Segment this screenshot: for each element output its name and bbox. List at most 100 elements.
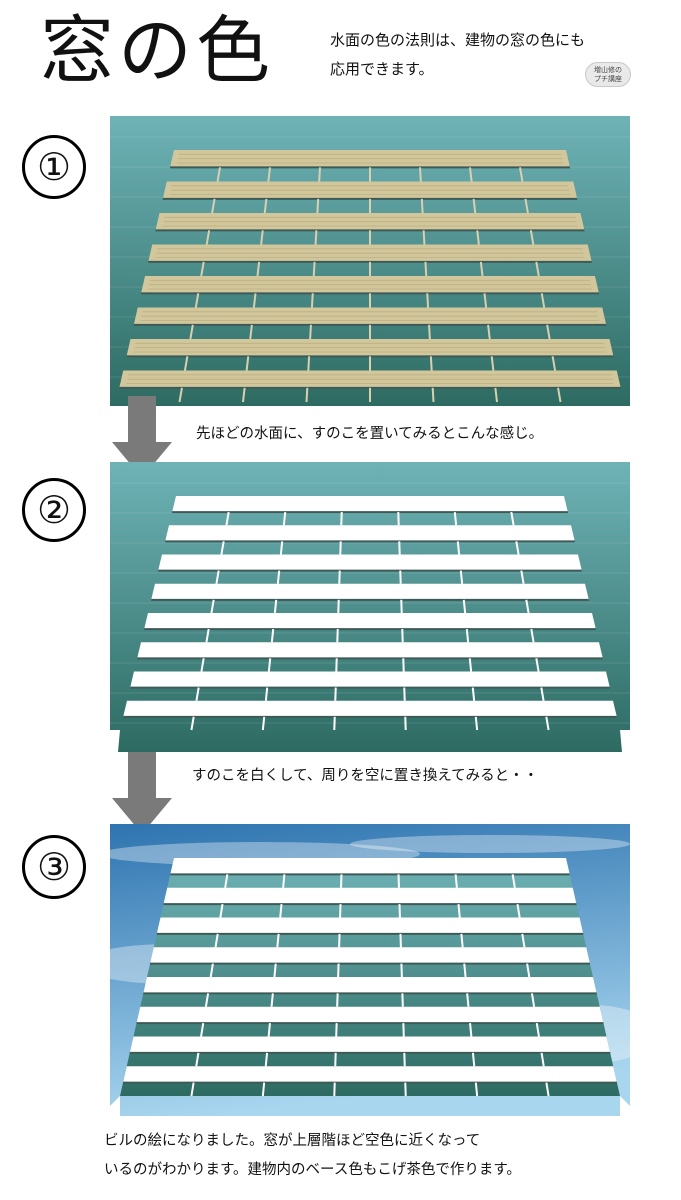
divider: [476, 230, 480, 245]
divider: [530, 628, 535, 643]
step-number-2: ②: [22, 478, 86, 542]
divider: [270, 628, 275, 643]
divider: [307, 356, 311, 371]
divider: [545, 1082, 550, 1097]
water-ripple: [110, 602, 630, 604]
divider: [422, 230, 426, 245]
arrow-shape: [112, 752, 172, 834]
divider: [305, 387, 309, 403]
divider: [540, 1052, 545, 1067]
divider: [273, 599, 278, 614]
divider: [431, 387, 435, 403]
divider: [210, 599, 215, 614]
divider: [483, 293, 488, 308]
step-1-caption: 先ほどの水面に、すのこを置いてみるとこんな感じ。: [196, 426, 544, 442]
slat: [123, 1066, 617, 1083]
divider: [190, 1082, 195, 1097]
divider: [267, 167, 271, 182]
divider: [479, 261, 484, 277]
divider: [540, 687, 545, 701]
divider: [220, 541, 225, 555]
water-ripple: [110, 482, 630, 484]
divider: [454, 874, 458, 888]
divider: [209, 963, 214, 978]
divider: [195, 687, 200, 701]
divider: [474, 716, 479, 731]
divider: [472, 198, 477, 214]
divider: [535, 1022, 540, 1037]
divider: [314, 230, 318, 245]
divider: [463, 963, 467, 978]
divider: [267, 1023, 271, 1037]
divider: [469, 1023, 473, 1037]
author-badge: 増山修の プチ講座: [585, 62, 631, 87]
slat: [130, 671, 610, 688]
water-ripple: [110, 632, 630, 634]
divider: [520, 570, 525, 584]
divider: [468, 658, 473, 672]
closing-line-1: ビルの絵になりました。窓が上層階ほど空色に近くなって: [104, 1133, 481, 1149]
water-ripple: [110, 136, 630, 138]
water-ripple: [110, 722, 630, 724]
badge-line-2: プチ講座: [594, 75, 622, 83]
slat: [129, 1036, 611, 1053]
divider: [424, 261, 428, 277]
divider: [216, 167, 221, 182]
slat: [156, 917, 584, 934]
divider: [318, 167, 322, 182]
divider: [460, 933, 464, 948]
slat: [158, 554, 582, 571]
divider: [469, 167, 473, 182]
step-2-caption: すのこを白くして、周りを空に置き換えてみると・・: [192, 768, 539, 784]
slat: [163, 887, 577, 905]
slat: [170, 858, 570, 875]
divider: [418, 167, 422, 182]
divider: [471, 1052, 476, 1067]
scene-building-against-sky: [110, 824, 630, 1116]
water-ripple: [110, 572, 630, 574]
divider: [474, 1082, 479, 1097]
slat: [172, 496, 568, 513]
divider: [316, 198, 320, 214]
divider: [194, 293, 200, 308]
divider: [261, 716, 266, 731]
divider: [511, 874, 516, 888]
divider: [551, 356, 557, 371]
cloud: [350, 835, 630, 853]
slat: [137, 642, 603, 659]
divider: [256, 261, 261, 277]
divider: [204, 993, 210, 1007]
divider: [211, 198, 216, 214]
divider: [261, 1082, 266, 1097]
divider: [462, 599, 467, 614]
divider: [526, 963, 531, 978]
divider: [195, 1052, 200, 1067]
divider: [465, 628, 470, 643]
divider: [453, 511, 458, 526]
slat: [150, 947, 590, 964]
divider: [190, 716, 195, 731]
edge-right: [620, 730, 630, 752]
arrow-shape: [112, 396, 172, 478]
divider: [245, 356, 250, 371]
intro-line-2: 応用できます。: [330, 60, 434, 78]
edge-left: [110, 1096, 120, 1116]
divider: [487, 324, 491, 340]
divider: [205, 628, 210, 643]
divider: [524, 198, 529, 214]
divider: [219, 903, 224, 918]
divider: [273, 963, 277, 978]
divider: [471, 687, 476, 701]
slat: [123, 700, 617, 717]
edge-left: [110, 730, 120, 752]
divider: [490, 356, 495, 371]
divider: [249, 324, 253, 340]
divider: [224, 874, 229, 888]
divider: [200, 261, 205, 277]
divider: [282, 511, 287, 526]
divider: [215, 570, 220, 584]
slat: [151, 583, 589, 600]
divider: [242, 387, 246, 403]
divider: [494, 387, 498, 403]
closing-text: ビルの絵になりました。窓が上層階ほど空色に近くなって いるのがわかります。建物内…: [104, 1127, 644, 1185]
